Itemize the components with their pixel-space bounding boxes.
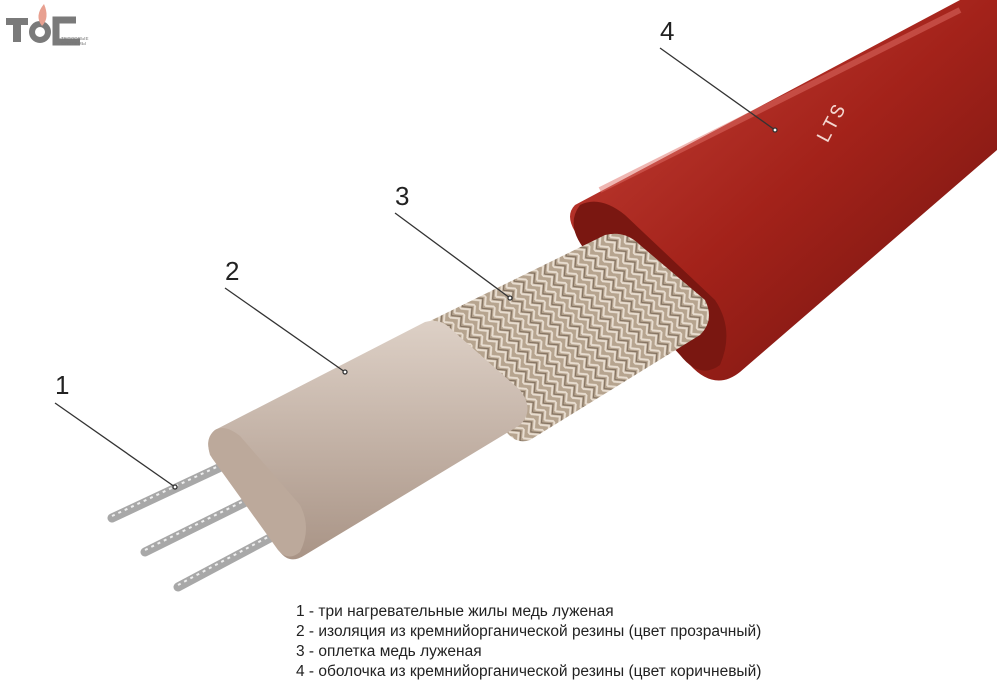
callout-1: 1 <box>55 370 70 400</box>
callout-2: 2 <box>225 256 240 286</box>
insulation <box>208 320 528 560</box>
legend-item: 3 - оплетка медь луженая <box>296 643 482 660</box>
company-logo: ТЕПЛОВЫЕ СИСТЕМЫ <box>4 2 94 48</box>
legend-item: 2 - изоляция из кремнийорганической рези… <box>296 623 762 640</box>
callout-4: 4 <box>660 16 675 46</box>
legend-item: 1 - три нагревательные жилы медь луженая <box>296 603 614 620</box>
legend-item: 4 - оболочка из кремнийорганической рези… <box>296 663 762 680</box>
logo-subtitle: ТЕПЛОВЫЕ СИСТЕМЫ <box>61 36 89 46</box>
legend: 1 - три нагревательные жилы медь луженая… <box>296 602 761 682</box>
callout-3: 3 <box>395 181 410 211</box>
callout-lines <box>54 47 778 490</box>
